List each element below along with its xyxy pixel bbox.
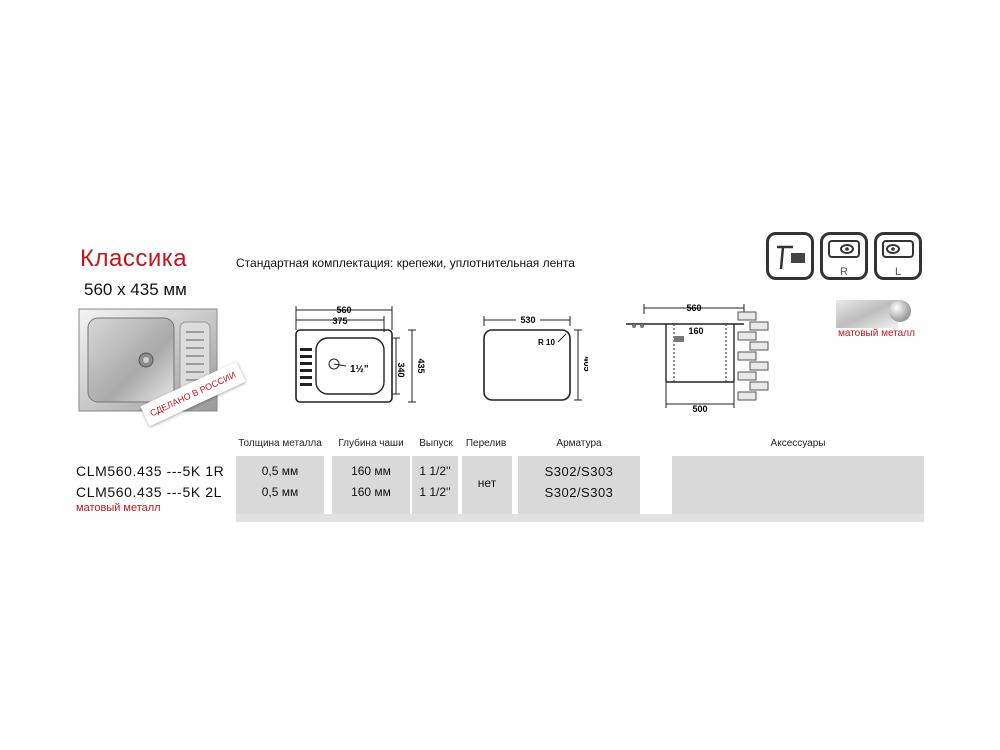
header-outlet: Выпуск xyxy=(419,438,453,449)
header-overflow: Перелив xyxy=(465,438,507,449)
left-bowl-icon: L xyxy=(874,232,922,280)
dim-cutout-radius: R 10 xyxy=(538,338,555,347)
row2-thickness: 0,5 мм xyxy=(261,485,299,499)
dim-drain: 1½" xyxy=(350,364,369,375)
section-drawing: 560 160 500 xyxy=(626,303,769,412)
cutout-drawing: 530 R 10 405 xyxy=(483,315,588,401)
header-fittings: Арматура xyxy=(556,438,602,449)
dim-bowl-height: 340 xyxy=(396,362,406,377)
standard-kit-text: Стандартная комплектация: крепежи, уплот… xyxy=(236,256,575,270)
model-row1: CLM560.435 ---5K 1R xyxy=(76,463,225,479)
right-bowl-label: R xyxy=(840,266,848,278)
dim-section-bottom: 500 xyxy=(692,404,707,412)
dim-bowl-width: 375 xyxy=(332,316,347,326)
row1-thickness: 0,5 мм xyxy=(261,464,299,478)
depth-column-bg xyxy=(332,456,410,516)
overflow-value: нет xyxy=(477,476,497,490)
top-view-drawing: 560 375 340 435 1½" xyxy=(295,305,426,403)
header-depth: Глубина чаши xyxy=(338,438,404,449)
spec-table: Толщина металла Глубина чаши Выпуск Пере… xyxy=(236,438,924,524)
row1-outlet: 1 1/2'' xyxy=(419,464,451,478)
row2-fittings: S302/S303 xyxy=(544,485,614,500)
matte-metal-label: матовый металл xyxy=(838,328,915,339)
mounting-icon xyxy=(766,232,814,280)
matte-metal-swatch xyxy=(836,300,911,328)
fittings-column-bg xyxy=(518,456,640,516)
dim-outer-height: 435 xyxy=(416,358,426,373)
thickness-column-bg xyxy=(236,456,324,516)
product-size: 560 x 435 мм xyxy=(84,280,187,299)
model-finish-note: матовый металл xyxy=(76,502,161,514)
row2-depth: 160 мм xyxy=(351,485,391,499)
product-title: Классика xyxy=(80,245,188,272)
dim-section-depth: 160 xyxy=(688,326,703,336)
model-row2: CLM560.435 ---5K 2L xyxy=(76,484,223,500)
left-bowl-label: L xyxy=(894,266,902,278)
row1-depth: 160 мм xyxy=(351,464,391,478)
overflow-column-bg xyxy=(462,456,512,516)
header-accessories: Аксессуары xyxy=(770,438,826,449)
dim-cutout-width: 530 xyxy=(520,315,535,325)
right-bowl-icon: R xyxy=(820,232,868,280)
row1-fittings: S302/S303 xyxy=(544,464,614,479)
row2-outlet: 1 1/2'' xyxy=(419,485,451,499)
dim-section-top: 560 xyxy=(686,303,701,313)
outlet-column-bg xyxy=(412,456,458,516)
header-thickness: Толщина металла xyxy=(238,438,322,449)
dim-cutout-height: 405 xyxy=(582,356,588,371)
accessories-column-bg xyxy=(672,456,924,516)
dim-outer-width: 560 xyxy=(336,305,351,315)
table-footer-strip xyxy=(236,514,924,522)
